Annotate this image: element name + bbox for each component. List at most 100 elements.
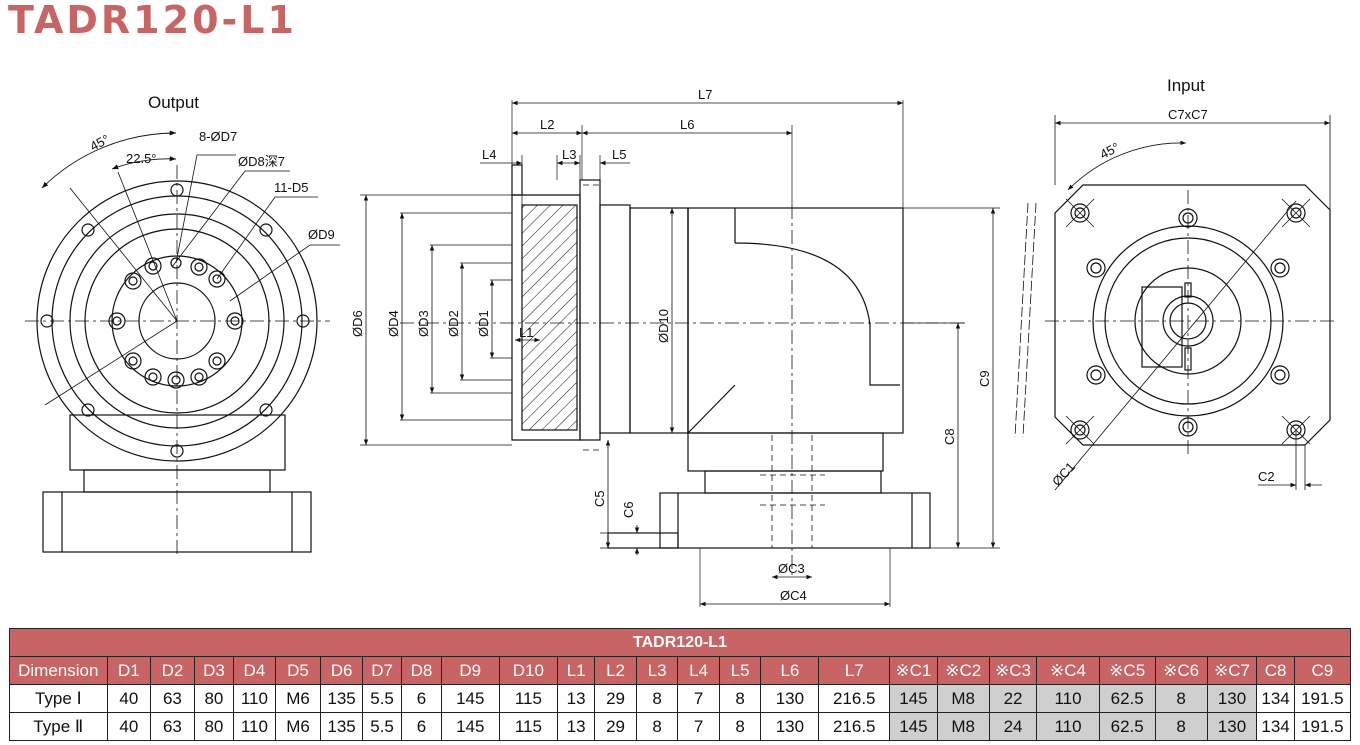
col-header: ※C5 bbox=[1098, 656, 1156, 685]
table-cell: 145 bbox=[889, 712, 938, 741]
col-header: Dimension bbox=[9, 656, 108, 685]
table-cell: 134 bbox=[1256, 684, 1295, 713]
inner-holes bbox=[108, 257, 244, 389]
col-header: D3 bbox=[193, 656, 235, 685]
dim-l3: L3 bbox=[562, 147, 576, 162]
side-view bbox=[360, 100, 1000, 607]
dim-c5: C5 bbox=[592, 490, 607, 507]
label-holes-d7: 8-ØD7 bbox=[199, 129, 237, 144]
label-input-angle: 45° bbox=[1097, 139, 1121, 161]
input-label: Input bbox=[1167, 76, 1205, 95]
col-header: D7 bbox=[361, 656, 403, 685]
label-depth-d8: ØD8深7 bbox=[238, 154, 285, 169]
table-cell: 5.5 bbox=[361, 684, 403, 713]
table-cell: 145 bbox=[889, 684, 938, 713]
table-cell: 40 bbox=[106, 712, 152, 741]
dim-c2: C2 bbox=[1258, 469, 1275, 484]
table-row: Type Ⅱ 40 63 80 110 M6 135 5.5 6 145 115… bbox=[9, 712, 1352, 741]
table-cell: 145 bbox=[440, 712, 500, 741]
table-cell: 5.5 bbox=[361, 712, 403, 741]
dim-l1: L1 bbox=[519, 325, 533, 340]
page-title: TADR120-L1 bbox=[8, 0, 297, 42]
table-cell: 8 bbox=[1154, 684, 1208, 713]
table-cell: 8 bbox=[1154, 712, 1208, 741]
dim-d2: ØD2 bbox=[446, 310, 461, 337]
dim-l5: L5 bbox=[612, 147, 626, 162]
table-cell: M8 bbox=[936, 684, 990, 713]
table-cell: Type Ⅰ bbox=[9, 684, 108, 713]
table-cell: 191.5 bbox=[1293, 684, 1352, 713]
table-cell: 80 bbox=[193, 712, 235, 741]
col-header: D1 bbox=[106, 656, 152, 685]
col-header: C8 bbox=[1256, 656, 1295, 685]
dim-d4: ØD4 bbox=[386, 310, 401, 337]
col-header: ※C4 bbox=[1036, 656, 1100, 685]
dim-l2: L2 bbox=[540, 117, 554, 132]
table-cell: 216.5 bbox=[818, 712, 891, 741]
dim-d3: ØD3 bbox=[416, 310, 431, 337]
dim-c9: C9 bbox=[977, 370, 992, 387]
label-angle-45: 45° bbox=[87, 131, 111, 153]
col-header: L5 bbox=[718, 656, 762, 685]
table-cell: 29 bbox=[594, 684, 637, 713]
col-header: C9 bbox=[1293, 656, 1352, 685]
technical-drawing: Output 45° 22.5° 8-ØD7 ØD8深7 11-D5 ØD9 bbox=[25, 76, 1335, 607]
dim-d1: ØD1 bbox=[476, 310, 491, 337]
table-cell: 13 bbox=[556, 712, 596, 741]
table-cell: 216.5 bbox=[818, 684, 891, 713]
table-cell: M8 bbox=[936, 712, 990, 741]
table-cell: 110 bbox=[233, 684, 276, 713]
table-cell: 191.5 bbox=[1293, 712, 1352, 741]
table-cell: M6 bbox=[274, 712, 322, 741]
table-cell: 62.5 bbox=[1098, 712, 1156, 741]
table-cell: 63 bbox=[150, 684, 195, 713]
col-header: ※C7 bbox=[1206, 656, 1258, 685]
col-header: D9 bbox=[440, 656, 500, 685]
table-cell: Type Ⅱ bbox=[9, 712, 108, 741]
col-header: D6 bbox=[320, 656, 363, 685]
col-header: ※C1 bbox=[889, 656, 938, 685]
col-header: L7 bbox=[818, 656, 891, 685]
dim-c6: C6 bbox=[621, 501, 636, 518]
table-cell: 130 bbox=[1206, 684, 1258, 713]
table-cell: 62.5 bbox=[1098, 684, 1156, 713]
dimension-table: TADR120-L1 Dimension D1 D2 D3 D4 D5 D6 D… bbox=[9, 628, 1352, 741]
table-cell: 29 bbox=[594, 712, 637, 741]
table-header-row: Dimension D1 D2 D3 D4 D5 D6 D7 D8 D9 D10… bbox=[9, 656, 1352, 685]
col-header: L6 bbox=[760, 656, 820, 685]
table-cell: 63 bbox=[150, 712, 195, 741]
table-cell: 130 bbox=[1206, 712, 1258, 741]
col-header: L2 bbox=[594, 656, 637, 685]
table-cell: 135 bbox=[320, 684, 363, 713]
col-header: D10 bbox=[498, 656, 558, 685]
table-cell: 40 bbox=[106, 684, 152, 713]
table-cell: 115 bbox=[498, 712, 558, 741]
table-cell: 110 bbox=[233, 712, 276, 741]
table-cell: 6 bbox=[401, 712, 442, 741]
dim-c4: ØC4 bbox=[780, 588, 807, 603]
table-cell: 130 bbox=[760, 712, 820, 741]
dim-c3: ØC3 bbox=[778, 561, 805, 576]
col-header: ※C6 bbox=[1154, 656, 1208, 685]
dim-c1: ØC1 bbox=[1049, 459, 1078, 489]
table-cell: 110 bbox=[1036, 684, 1100, 713]
table-cell: 7 bbox=[677, 712, 720, 741]
dim-d10: ØD10 bbox=[656, 309, 671, 343]
col-header: L4 bbox=[677, 656, 720, 685]
col-header: L1 bbox=[556, 656, 596, 685]
table-cell: 8 bbox=[635, 684, 679, 713]
table-cell: 8 bbox=[718, 712, 762, 741]
dim-l4: L4 bbox=[482, 147, 496, 162]
label-dia-d9: ØD9 bbox=[308, 227, 335, 242]
col-header: ※C3 bbox=[988, 656, 1038, 685]
table-cell: 7 bbox=[677, 684, 720, 713]
col-header: ※C2 bbox=[936, 656, 990, 685]
label-angle-22: 22.5° bbox=[126, 151, 157, 166]
output-view bbox=[25, 130, 340, 558]
col-header: D2 bbox=[150, 656, 195, 685]
col-header: D4 bbox=[233, 656, 276, 685]
dim-l6: L6 bbox=[680, 117, 694, 132]
label-thread-d5: 11-D5 bbox=[274, 180, 308, 195]
table-cell: 13 bbox=[556, 684, 596, 713]
table-cell: 22 bbox=[988, 684, 1038, 713]
